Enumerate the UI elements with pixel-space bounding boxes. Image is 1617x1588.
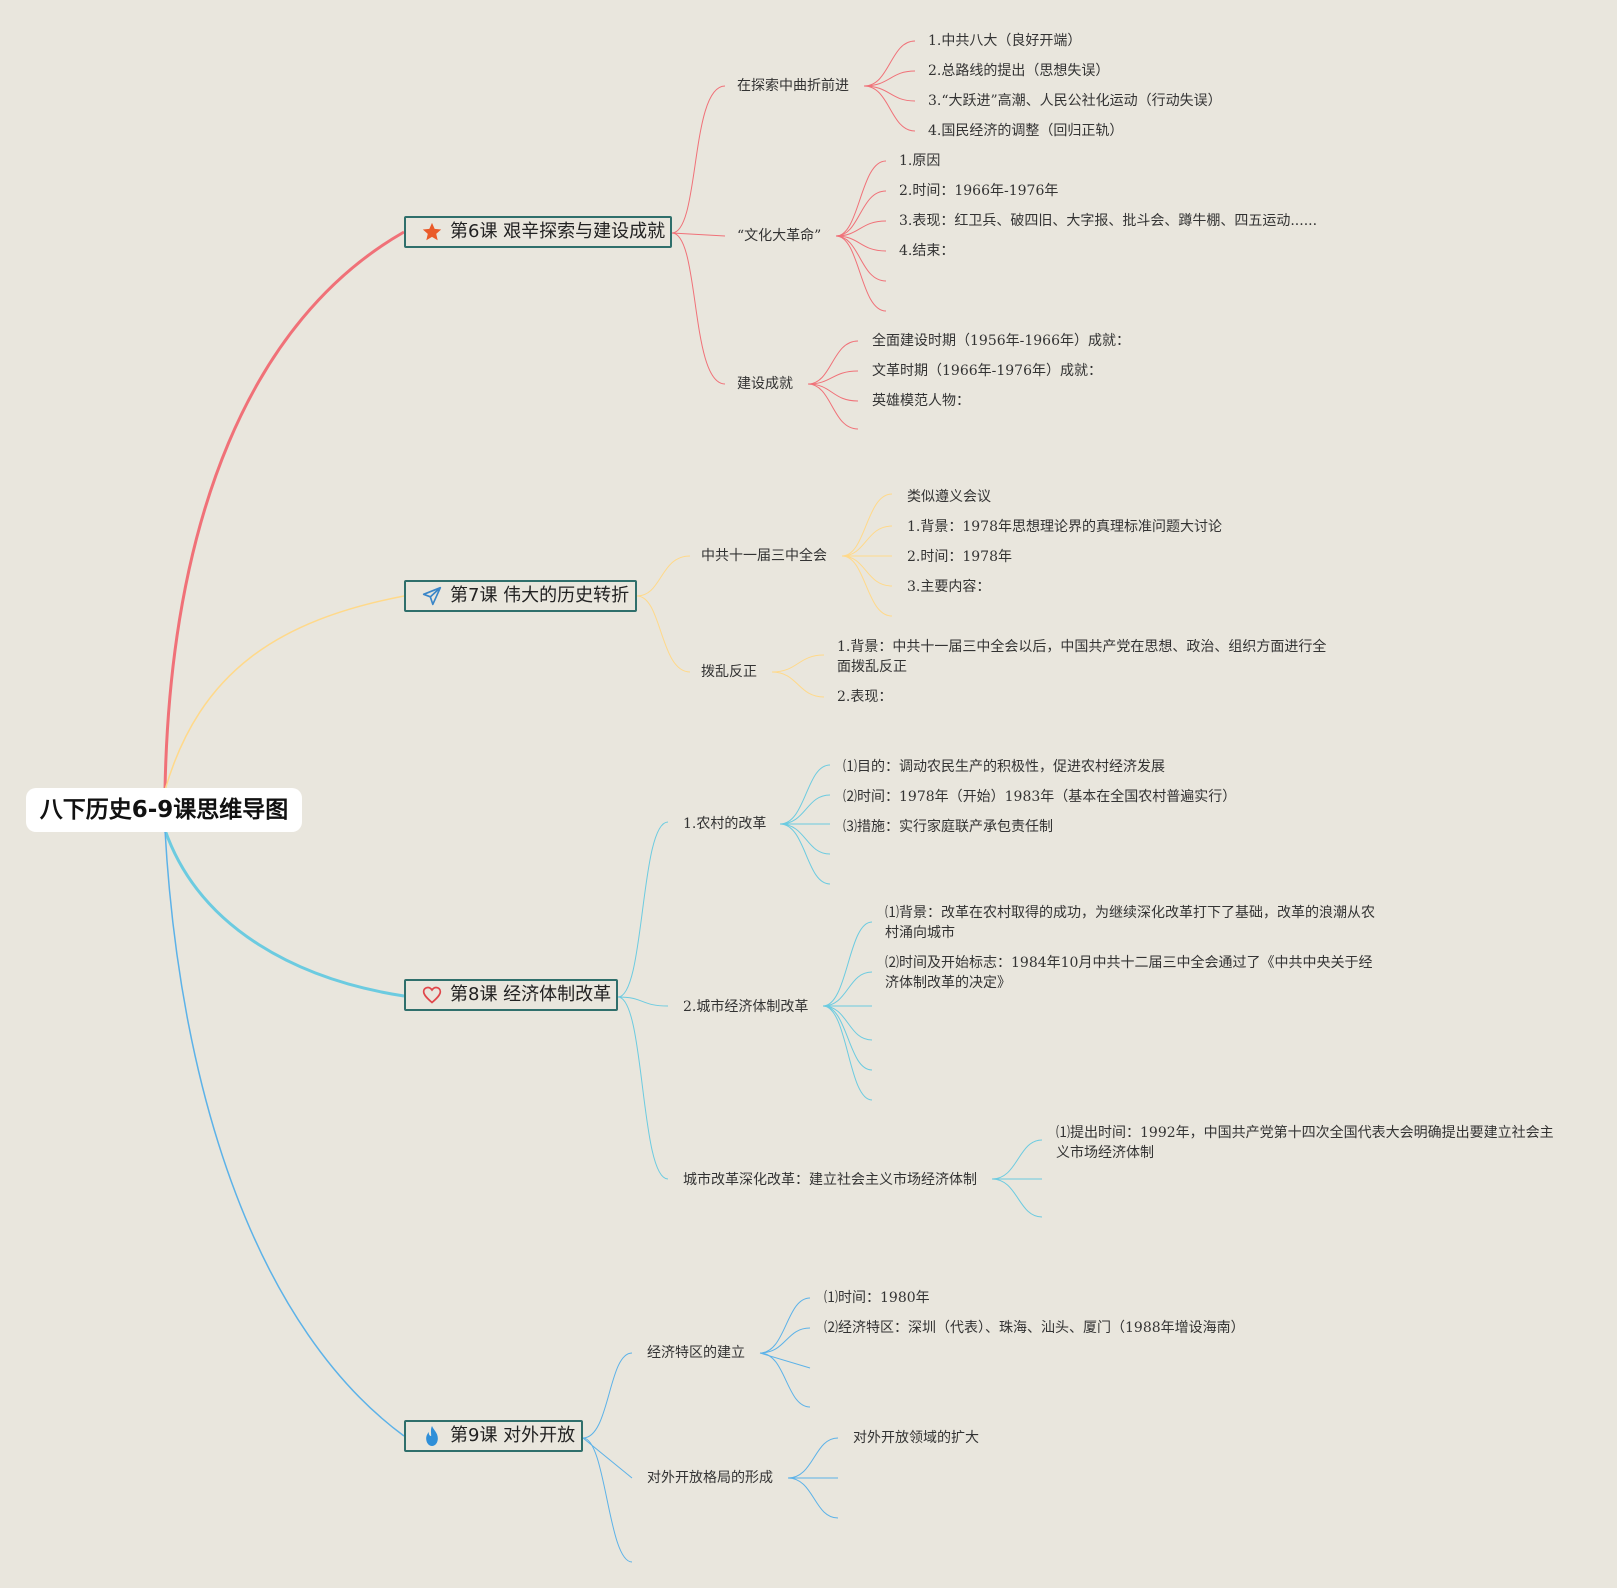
l7-plenum-item-1[interactable]: 1.背景：1978年思想理论界的真理标准问题大讨论: [907, 519, 1222, 535]
paper-plane-icon: [420, 584, 444, 608]
l8-rural-item-2[interactable]: ⑵时间：1978年（开始）1983年（基本在全国农村普遍实行）: [843, 789, 1237, 805]
l8-sub-rural[interactable]: 1.农村的改革: [683, 816, 767, 832]
lesson-9-node[interactable]: 第9课 对外开放: [404, 1420, 583, 1452]
l9-sez-item-1[interactable]: ⑴时间：1980年: [824, 1290, 930, 1306]
l7-connectors: [636, 493, 893, 698]
l6-ach-item-2[interactable]: 文革时期（1966年-1976年）成就：: [872, 363, 1102, 379]
branch-l9: [164, 829, 405, 1437]
heart-icon: [420, 983, 444, 1007]
branch-l7: [164, 595, 405, 791]
l8-sub-market-economy[interactable]: 城市改革深化改革：建立社会主义市场经济体制: [683, 1172, 977, 1188]
l6-sub-achievements[interactable]: 建设成就: [737, 376, 793, 392]
l6-connectors: [671, 40, 916, 430]
lesson-9-title: 第9课 对外开放: [450, 1425, 576, 1446]
l6-cr-item-2[interactable]: 2.时间：1966年-1976年: [899, 183, 1059, 199]
l6-ach-item-3[interactable]: 英雄模范人物：: [872, 393, 970, 409]
l9-connectors: [582, 1297, 839, 1563]
l6-ach-item-1[interactable]: 全面建设时期（1956年-1966年）成就：: [872, 333, 1130, 349]
l6-item-1[interactable]: 1.中共八大（良好开端）: [928, 33, 1082, 49]
l7-plenum-item-2[interactable]: 2.时间：1978年: [907, 549, 1012, 565]
lesson-8-node[interactable]: 第8课 经济体制改革: [404, 979, 618, 1011]
l8-urban-item-1[interactable]: ⑴背景：改革在农村取得的成功，为继续深化改革打下了基础，改革的浪潮从农村涌向城市: [885, 905, 1375, 941]
flame-icon: [420, 1424, 444, 1448]
l6-cr-item-1[interactable]: 1.原因: [899, 153, 941, 169]
l7-rect-item-2[interactable]: 2.表现：: [837, 689, 893, 705]
l7-sub-rectification[interactable]: 拨乱反正: [701, 664, 757, 680]
l8-rural-item-3[interactable]: ⑶措施：实行家庭联产承包责任制: [843, 819, 1053, 835]
root-title[interactable]: 八下历史6-9课思维导图: [26, 788, 302, 832]
l8-sub-urban[interactable]: 2.城市经济体制改革: [683, 999, 809, 1015]
l6-sub-explore[interactable]: 在探索中曲折前进: [737, 78, 849, 94]
lesson-6-title: 第6课 艰辛探索与建设成就: [450, 221, 666, 242]
l8-urban-item-2[interactable]: ⑵时间及开始标志：1984年10月中共十二届三中全会通过了《中共中央关于经济体制…: [885, 955, 1373, 991]
l6-item-2[interactable]: 2.总路线的提出（思想失误）: [928, 63, 1110, 79]
l6-item-3[interactable]: 3.“大跃进”高潮、人民公社化运动（行动失误）: [928, 93, 1222, 109]
l6-cr-item-4[interactable]: 4.结束：: [899, 243, 955, 259]
l7-rect-item-1[interactable]: 1.背景：中共十一届三中全会以后，中国共产党在思想、政治、组织方面进行全面拨乱反…: [837, 639, 1327, 675]
l9-sez-item-2[interactable]: ⑵经济特区：深圳（代表）、珠海、汕头、厦门（1988年增设海南）: [824, 1320, 1245, 1336]
l9-opening-item-1[interactable]: 对外开放领域的扩大: [853, 1430, 979, 1446]
branch-l6: [163, 230, 405, 791]
l6-cr-item-3[interactable]: 3.表现：红卫兵、破四旧、大字报、批斗会、蹲牛棚、四五运动......: [899, 213, 1318, 229]
lesson-7-node[interactable]: 第7课 伟大的历史转折: [404, 580, 637, 612]
l6-sub-cultural-revolution[interactable]: “文化大革命”: [737, 228, 822, 244]
lesson-7-title: 第7课 伟大的历史转折: [450, 585, 630, 606]
l7-plenum-item-0[interactable]: 类似遵义会议: [907, 489, 991, 505]
star-icon: [420, 220, 444, 244]
branch-l8: [163, 829, 405, 998]
l6-item-4[interactable]: 4.国民经济的调整（回归正轨）: [928, 123, 1124, 139]
l9-sub-opening-pattern[interactable]: 对外开放格局的形成: [647, 1470, 773, 1486]
l9-sub-sez[interactable]: 经济特区的建立: [647, 1345, 745, 1361]
l7-plenum-item-3[interactable]: 3.主要内容：: [907, 579, 991, 595]
lesson-8-title: 第8课 经济体制改革: [450, 984, 612, 1005]
l7-sub-third-plenum[interactable]: 中共十一届三中全会: [701, 548, 827, 564]
l8-rural-item-1[interactable]: ⑴目的：调动农民生产的积极性，促进农村经济发展: [843, 759, 1165, 775]
lesson-6-node[interactable]: 第6课 艰辛探索与建设成就: [404, 216, 672, 248]
l8-connectors: [617, 764, 1043, 1218]
l8-market-item-1[interactable]: ⑴提出时间：1992年，中国共产党第十四次全国代表大会明确提出要建立社会主义市场…: [1056, 1125, 1554, 1161]
